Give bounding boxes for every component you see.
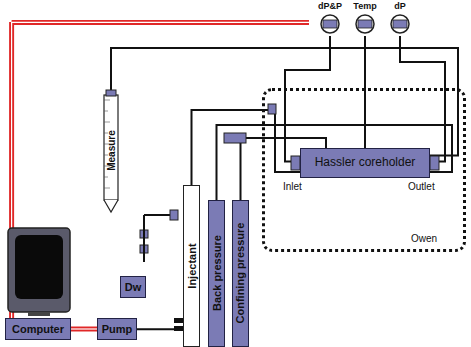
gauge-dpp: dP&P [309,2,351,36]
gauge-dial [379,14,421,36]
inlet-fitting [291,156,300,170]
valve [268,104,276,114]
flow-line [192,110,301,185]
node-label: Temp [344,2,386,12]
injectant-column: Injectant [183,185,200,347]
pipe [144,214,170,216]
confining-pressure-column: Confining pressure [232,200,249,347]
dw-box: Dw [120,276,146,298]
burette-tube [104,95,118,200]
connector-path [111,48,458,156]
gauge-display [393,20,407,28]
flow-line [217,125,453,200]
node-label: Pump [102,323,133,335]
manifold-block [224,133,246,143]
monitor-screen [15,235,63,299]
gauge-display [323,20,337,28]
node-label: Confining pressure [234,223,246,324]
pump-box: Pump [97,318,137,340]
connector-path [285,36,330,162]
node-label: Owen [411,233,437,244]
connector-path [71,327,97,332]
node-label: dP&P [309,2,351,12]
node-label: Hassler coreholder [315,156,416,169]
gauge-temp: Temp [344,2,386,36]
connector-path [217,125,453,200]
signal-cable [71,329,97,330]
coreholder: Hassler coreholder [300,148,430,178]
gauge-rim [321,15,339,33]
flow-line [285,36,330,162]
node-label: Measure [106,130,117,171]
measure-burette: Measure [101,110,121,190]
flow-line [365,36,366,148]
tick [104,177,108,178]
tick [104,100,110,101]
outlet-fitting [430,156,439,170]
gauge-dial [309,14,351,36]
port-label: Inlet [283,181,302,192]
monitor-frame [8,228,70,312]
node-label: Injectant [185,243,197,288]
monitor-stand [28,312,50,316]
injectant-port [174,326,183,331]
pipe [143,215,145,262]
injectant-port [174,318,183,323]
tick [104,122,110,123]
valve [170,210,178,220]
back-pressure-column: Back pressure [208,200,225,347]
node-label: Dw [125,281,142,293]
flow-line [111,48,458,156]
burette-tip [104,200,118,212]
computer-box: Computer [5,318,71,340]
connector-path [400,36,445,162]
connector-path [192,110,301,185]
tick [104,111,108,112]
gauge-display [358,20,372,28]
gauge-rim [356,15,374,33]
burette-cap [106,90,116,96]
oven-region: Owen Hassler coreholder [262,88,466,252]
node-label: Back pressure [210,236,222,312]
port-label: Outlet [408,181,435,192]
cable-gap [71,328,97,329]
connector-path [364,36,366,148]
tick [104,188,110,189]
gauge-rim [391,15,409,33]
node-label: dP [379,2,421,12]
flow-line [400,36,445,162]
gauge-dial [344,14,386,36]
gauge-dp: dP [379,2,421,36]
node-label: Computer [12,323,64,335]
